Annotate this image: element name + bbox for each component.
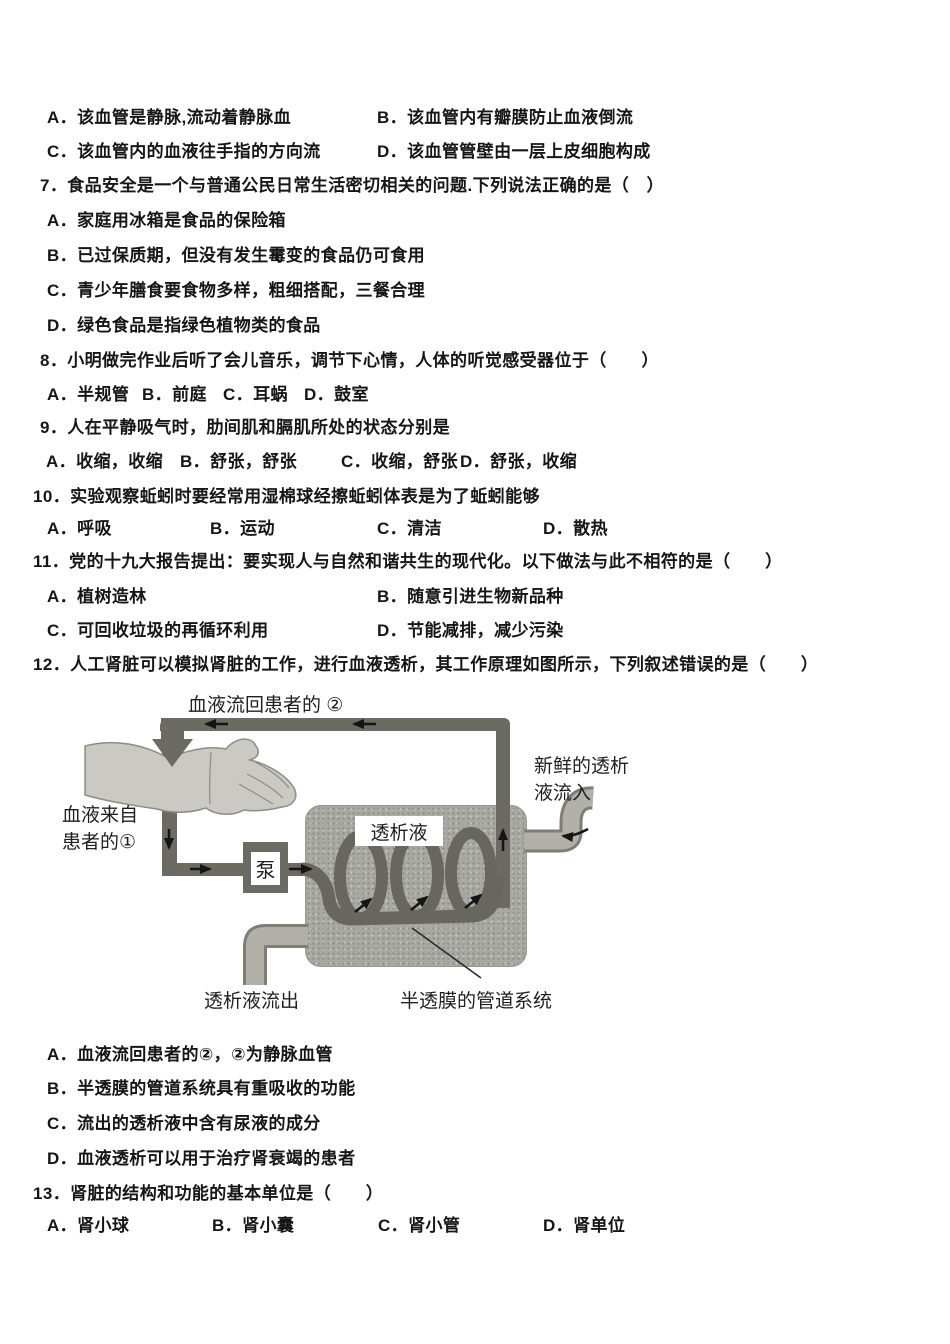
q13-option-c: C．肾小管 [378, 1216, 461, 1235]
dialysate-tag: 透析液 [355, 816, 443, 846]
q9-option-a: A．收缩，收缩 [46, 452, 164, 471]
membrane-label: 半透膜的管道系统 [400, 991, 553, 1012]
flow-direction-arrows [164, 719, 589, 913]
q7-option-d: D．绿色食品是指绿色植物类的食品 [47, 316, 321, 335]
dialysate-out-label: 透析液流出 [204, 991, 300, 1012]
q6-option-c: C．该血管内的血液往手指的方向流 [47, 142, 321, 161]
blood-return-label: 血液流回患者的 ② [188, 695, 344, 716]
q8-option-a: A．半规管 [47, 385, 130, 404]
blood-return-pipe-top [160, 718, 510, 731]
q10-option-d: D．散热 [543, 519, 608, 538]
q12-option-d: D．血液透析可以用于治疗肾衰竭的患者 [47, 1149, 356, 1168]
q13-stem: 13．肾脏的结构和功能的基本单位是（ ） [33, 1184, 384, 1203]
dialysate-outlet-pipe [243, 924, 308, 985]
diagram-artwork [84, 718, 594, 985]
q10-option-b: B．运动 [210, 519, 275, 538]
q11-option-d: D．节能减排，减少污染 [377, 621, 564, 640]
q7-option-c: C．青少年膳食要食物多样，粗细搭配，三餐合理 [47, 281, 426, 300]
q11-stem: 11．党的十九大报告提出：要实现人与自然和谐共生的现代化。以下做法与此不相符的是… [33, 552, 783, 571]
q9-option-c: C．收缩，舒张 [341, 452, 459, 471]
q6-option-a: A．该血管是静脉,流动着静脉血 [47, 108, 291, 127]
pump-box: 泵 [251, 852, 280, 885]
blood-source-label-line2: 患者的① [62, 832, 137, 853]
q9-stem: 9．人在平静吸气时，肋间肌和膈肌所处的状态分别是 [40, 418, 451, 437]
fresh-dialysate-label-line2: 液流入 [534, 783, 592, 804]
blood-return-arrow [152, 718, 193, 767]
q6-option-d: D．该血管管壁由一层上皮细胞构成 [377, 142, 651, 161]
q8-option-d: D．鼓室 [304, 385, 369, 404]
q8-stem: 8．小明做完作业后听了会儿音乐，调节下心情，人体的听觉感受器位于（ ） [40, 351, 659, 370]
q13-option-d: D．肾单位 [543, 1216, 626, 1235]
blood-return-riser-pipe [496, 718, 510, 908]
semi-permeable-coil [296, 827, 505, 926]
q12-option-b: B．半透膜的管道系统具有重吸收的功能 [47, 1079, 356, 1098]
q6-option-b: B．该血管内有瓣膜防止血液倒流 [377, 108, 634, 127]
fresh-dialysate-label-line1: 新鲜的透析 [534, 756, 630, 777]
hemodialysis-diagram: 泵 透析液 血液流回患者的 ② 血液来自 患者的① 新鲜的透析 液流入 透析液流… [60, 688, 660, 1018]
q8-option-b: B．前庭 [142, 385, 207, 404]
q11-option-a: A．植树造林 [47, 587, 147, 606]
q7-stem: 7．食品安全是一个与普通公民日常生活密切相关的问题.下列说法正确的是（ ） [40, 176, 664, 195]
q12-option-a: A．血液流回患者的②，②为静脉血管 [47, 1045, 333, 1064]
q13-option-a: A．肾小球 [47, 1216, 130, 1235]
q7-option-b: B．已过保质期，但没有发生霉变的食品仍可食用 [47, 246, 426, 265]
q12-stem: 12．人工肾脏可以模拟肾脏的工作，进行血液透析，其工作原理如图所示，下列叙述错误… [33, 655, 819, 674]
q10-option-a: A．呼吸 [47, 519, 112, 538]
q12-option-c: C．流出的透析液中含有尿液的成分 [47, 1114, 321, 1133]
blood-source-label-line1: 血液来自 [62, 805, 139, 826]
membrane-pointer-line [411, 927, 482, 979]
q8-option-c: C．耳蜗 [223, 385, 288, 404]
q7-option-a: A．家庭用冰箱是食品的保险箱 [47, 211, 286, 230]
patient-arm-illustration [84, 738, 297, 815]
q9-option-b: B．舒张，舒张 [180, 452, 298, 471]
q11-option-b: B．随意引进生物新品种 [377, 587, 564, 606]
q13-option-b: B．肾小囊 [212, 1216, 295, 1235]
q11-option-c: C．可回收垃圾的再循环利用 [47, 621, 269, 640]
q10-stem: 10．实验观察蚯蚓时要经常用湿棉球经擦蚯蚓体表是为了蚯蚓能够 [33, 487, 540, 506]
q9-option-d: D．舒张，收缩 [460, 452, 578, 471]
q10-option-c: C．清洁 [377, 519, 442, 538]
